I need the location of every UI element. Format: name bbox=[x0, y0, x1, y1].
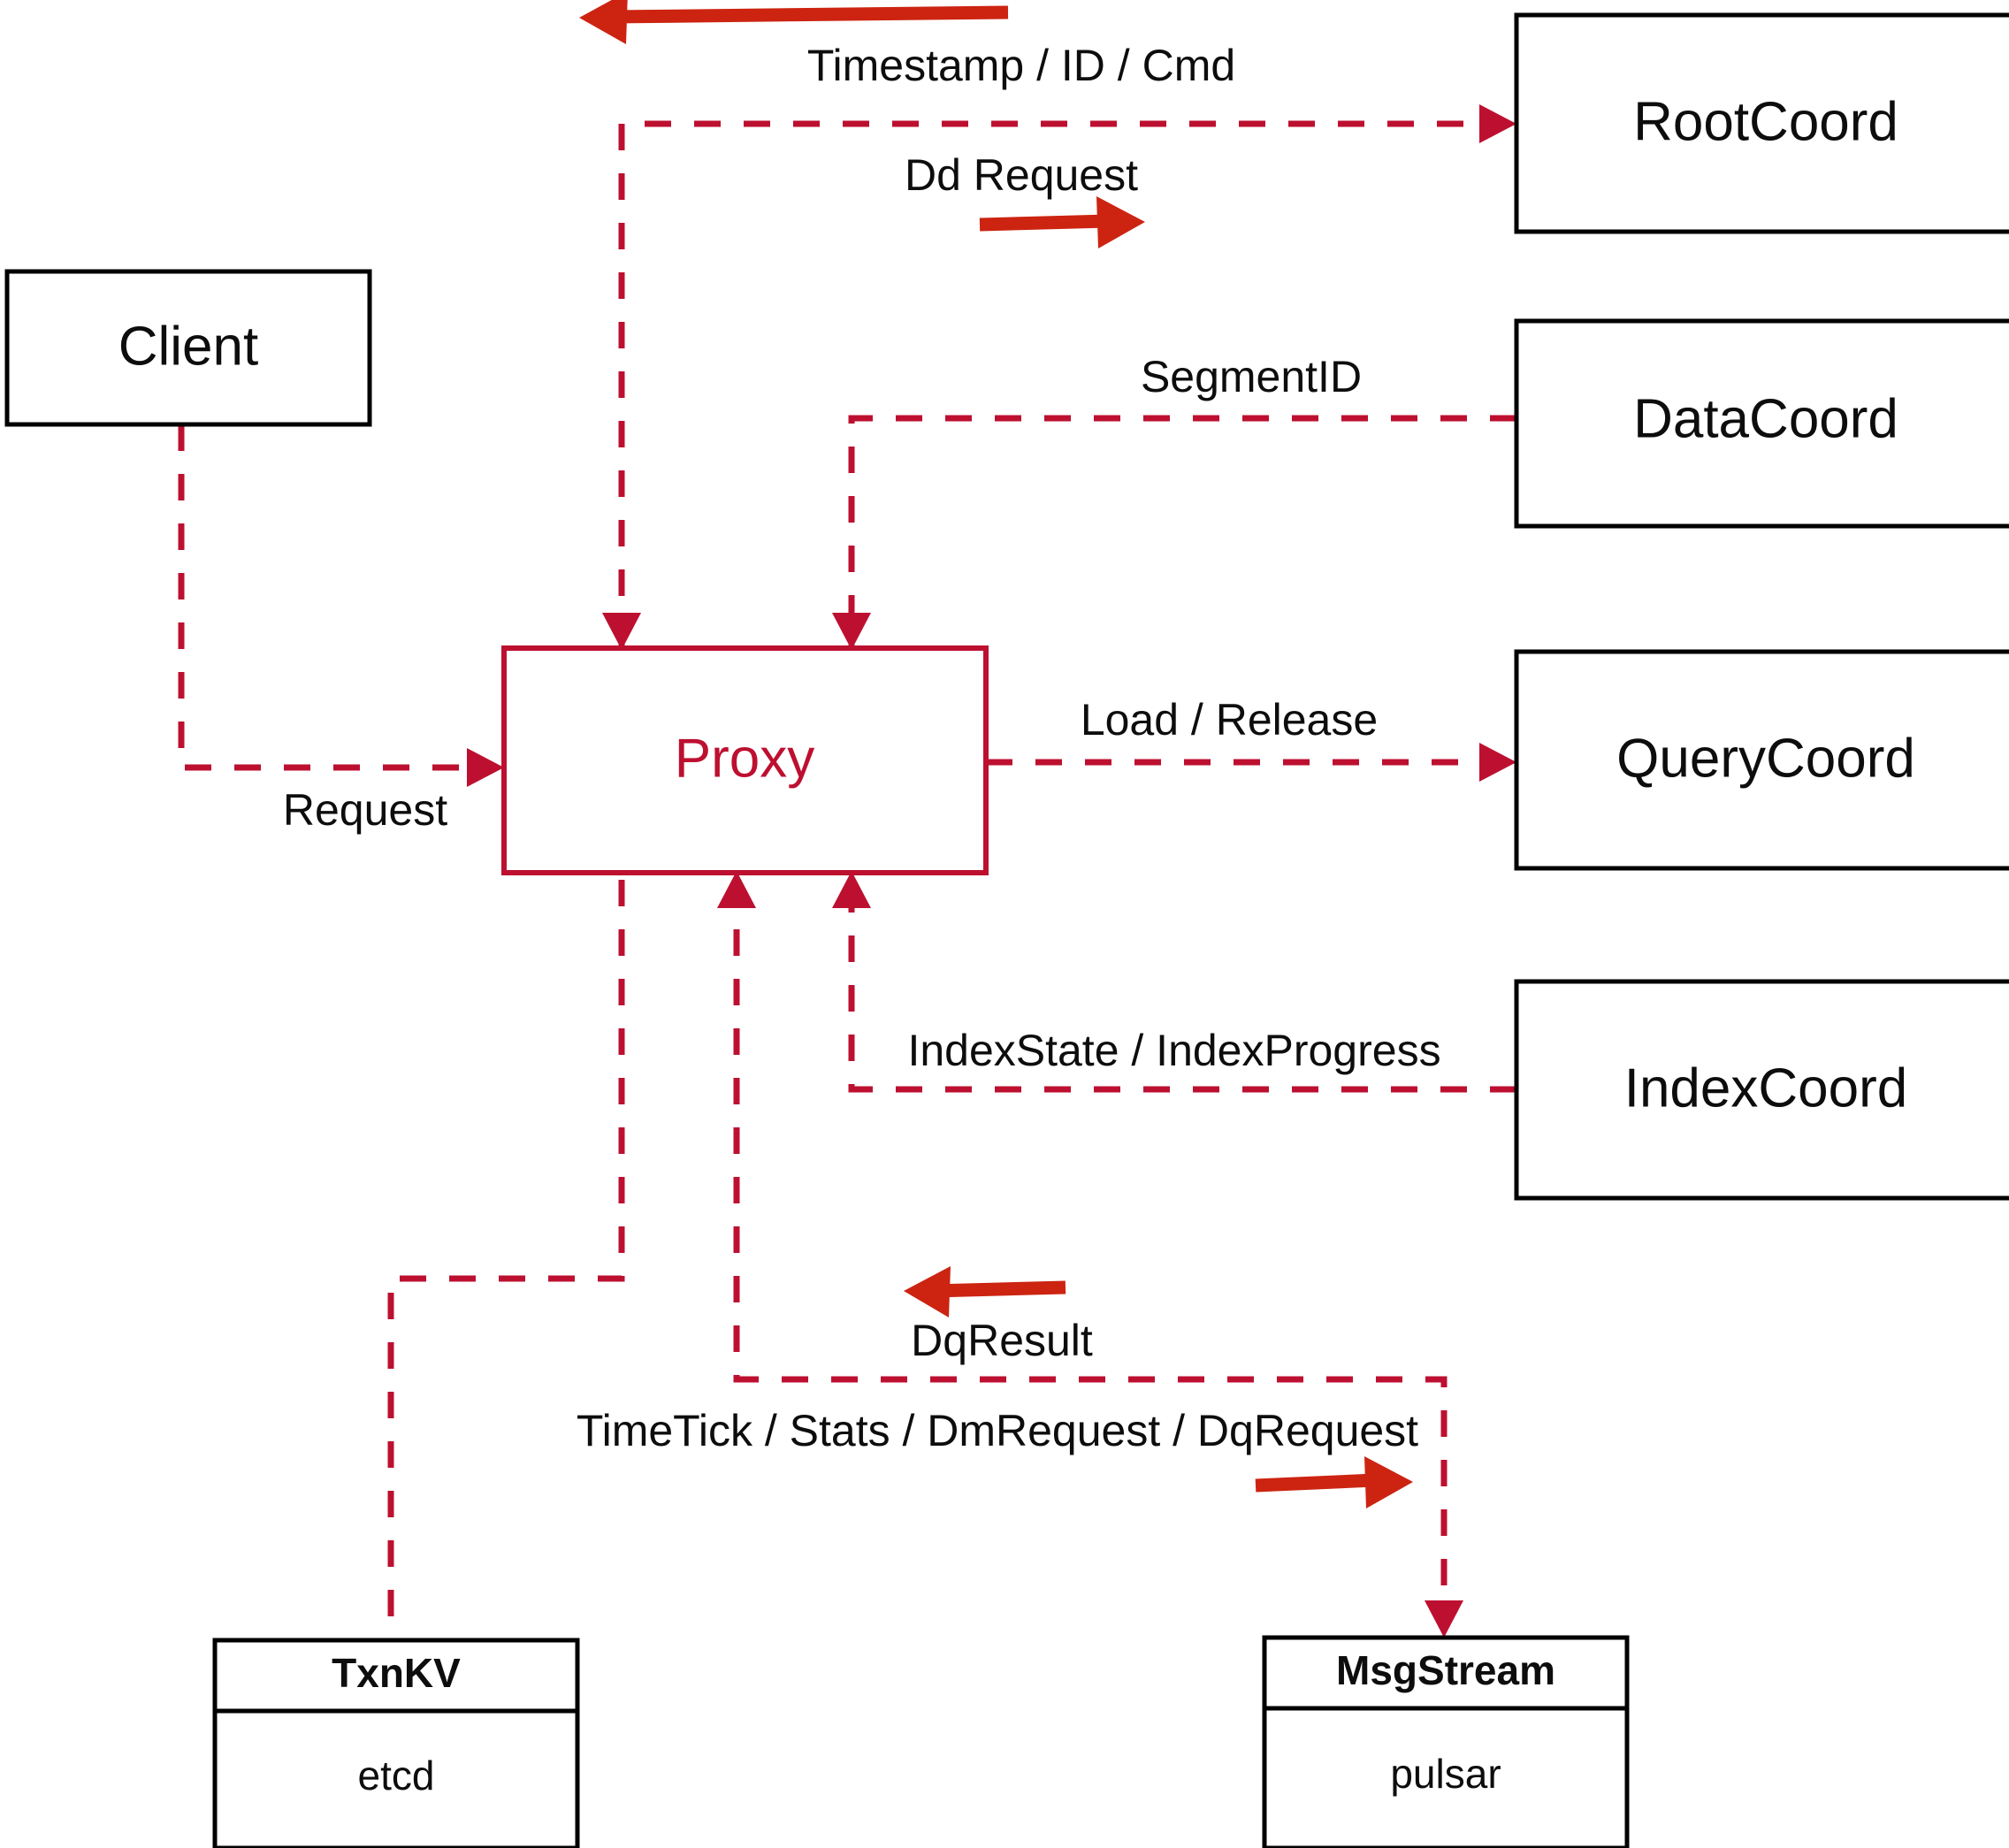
arrowhead-proxy-bottom-right bbox=[832, 871, 871, 908]
edge-indexcoord-to-proxy bbox=[848, 880, 1516, 1093]
node-rootcoord[interactable]: RootCoord bbox=[1514, 12, 2009, 234]
arrowhead-proxy-top-left bbox=[602, 613, 641, 650]
store-txnkv[interactable]: TxnKV etcd bbox=[212, 1638, 580, 1848]
node-datacoord[interactable]: DataCoord bbox=[1514, 318, 2009, 529]
store-msgstream-title: MsgStream bbox=[1336, 1647, 1555, 1693]
store-msgstream-impl: pulsar bbox=[1390, 1751, 1501, 1797]
node-rootcoord-label: RootCoord bbox=[1633, 91, 1898, 152]
node-client-label: Client bbox=[118, 316, 259, 377]
node-proxy[interactable]: Proxy bbox=[501, 645, 989, 875]
arrowhead-proxy-bottom-middle bbox=[717, 871, 756, 908]
edge-label-request: Request bbox=[283, 785, 447, 835]
arrowhead-msgstream bbox=[1425, 1600, 1463, 1638]
direction-arrow-dqresult bbox=[904, 1266, 1066, 1317]
store-msgstream[interactable]: MsgStream pulsar bbox=[1262, 1635, 1630, 1848]
node-proxy-label: Proxy bbox=[675, 728, 814, 789]
arrowhead-request bbox=[467, 748, 504, 787]
edge-label-segmentid: SegmentID bbox=[1141, 352, 1362, 401]
arrowhead-rootcoord bbox=[1479, 104, 1516, 143]
direction-arrow-timestamp bbox=[579, 0, 1009, 44]
node-indexcoord-label: IndexCoord bbox=[1624, 1058, 1908, 1119]
node-datacoord-label: DataCoord bbox=[1633, 388, 1898, 449]
edge-datacoord-to-proxy bbox=[848, 415, 1516, 645]
node-client[interactable]: Client bbox=[4, 269, 372, 427]
edge-label-dd-request: Dd Request bbox=[905, 150, 1138, 200]
edge-label-timetick-stats: TimeTick / Stats / DmRequest / DqRequest bbox=[577, 1406, 1418, 1455]
node-querycoord[interactable]: QueryCoord bbox=[1514, 649, 2009, 871]
edge-label-dq-result: DqResult bbox=[911, 1316, 1093, 1365]
direction-arrow-timetick bbox=[1255, 1456, 1413, 1508]
direction-arrow-dd-request bbox=[979, 196, 1145, 248]
node-querycoord-label: QueryCoord bbox=[1616, 728, 1915, 789]
edge-label-load-release: Load / Release bbox=[1081, 695, 1378, 745]
store-txnkv-title: TxnKV bbox=[332, 1650, 461, 1696]
arrowhead-proxy-top-right bbox=[832, 613, 871, 650]
store-txnkv-impl: etcd bbox=[358, 1753, 435, 1798]
edge-proxy-to-txnkv bbox=[387, 880, 625, 1640]
edge-client-to-proxy bbox=[178, 424, 482, 771]
node-indexcoord[interactable]: IndexCoord bbox=[1514, 979, 2009, 1201]
edge-label-index-state-progress: IndexState / IndexProgress bbox=[907, 1026, 1440, 1075]
edge-label-timestamp-id-cmd: Timestamp / ID / Cmd bbox=[807, 41, 1235, 90]
arrowhead-querycoord bbox=[1479, 743, 1516, 782]
edge-proxy-to-rootcoord bbox=[618, 120, 1494, 645]
edge-proxy-msgstream-loop bbox=[733, 880, 1448, 1623]
